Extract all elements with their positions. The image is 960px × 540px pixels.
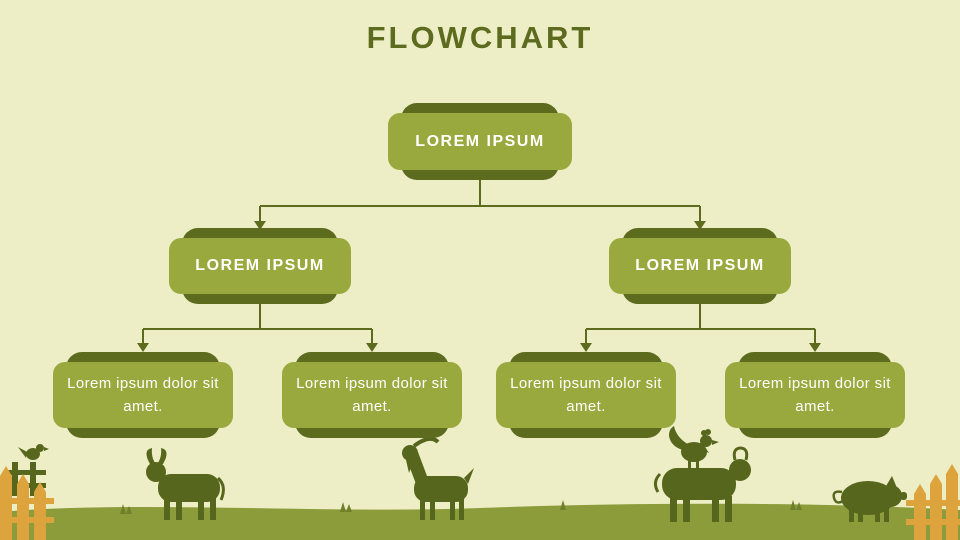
page-title: FLOWCHART [366,20,594,55]
node-label: Lorem ipsum dolor sit amet. [296,374,448,415]
bull-icon [146,448,225,520]
node-body: LOREM IPSUM [609,238,791,294]
cow-icon [653,446,751,522]
fence-right-icon [906,464,960,540]
node-label: LOREM IPSUM [415,132,545,150]
flow-node-root[interactable]: LOREM IPSUM [388,103,572,180]
hen-icon [669,426,719,470]
flow-node-leaf-3[interactable]: Lorem ipsum dolor sit amet. [496,352,676,438]
flow-node-leaf-4[interactable]: Lorem ipsum dolor sit amet. [725,352,905,438]
node-label: LOREM IPSUM [635,257,765,274]
node-body: LOREM IPSUM [169,238,351,294]
node-label: Lorem ipsum dolor sit amet. [739,374,891,415]
fence-left-icon [0,466,54,540]
node-body: Lorem ipsum dolor sit amet. [496,362,676,428]
node-body: Lorem ipsum dolor sit amet. [725,362,905,428]
node-label: Lorem ipsum dolor sit amet. [510,374,662,415]
pig-icon [832,476,907,522]
node-label: Lorem ipsum dolor sit amet. [67,374,219,415]
node-body: Lorem ipsum dolor sit amet. [282,362,462,428]
grass-tufts [120,500,802,514]
flow-node-leaf-1[interactable]: Lorem ipsum dolor sit amet. [53,352,233,438]
farm-scene [0,426,960,540]
bird-icon [18,444,49,460]
node-body: Lorem ipsum dolor sit amet. [53,362,233,428]
flow-node-leaf-2[interactable]: Lorem ipsum dolor sit amet. [282,352,462,438]
node-label: LOREM IPSUM [195,257,325,274]
flow-node-branch-right[interactable]: LOREM IPSUM [609,228,791,304]
node-body: LOREM IPSUM [388,113,572,170]
flow-node-branch-left[interactable]: LOREM IPSUM [169,228,351,304]
goat-icon [402,436,474,520]
grass-ground [0,503,960,540]
